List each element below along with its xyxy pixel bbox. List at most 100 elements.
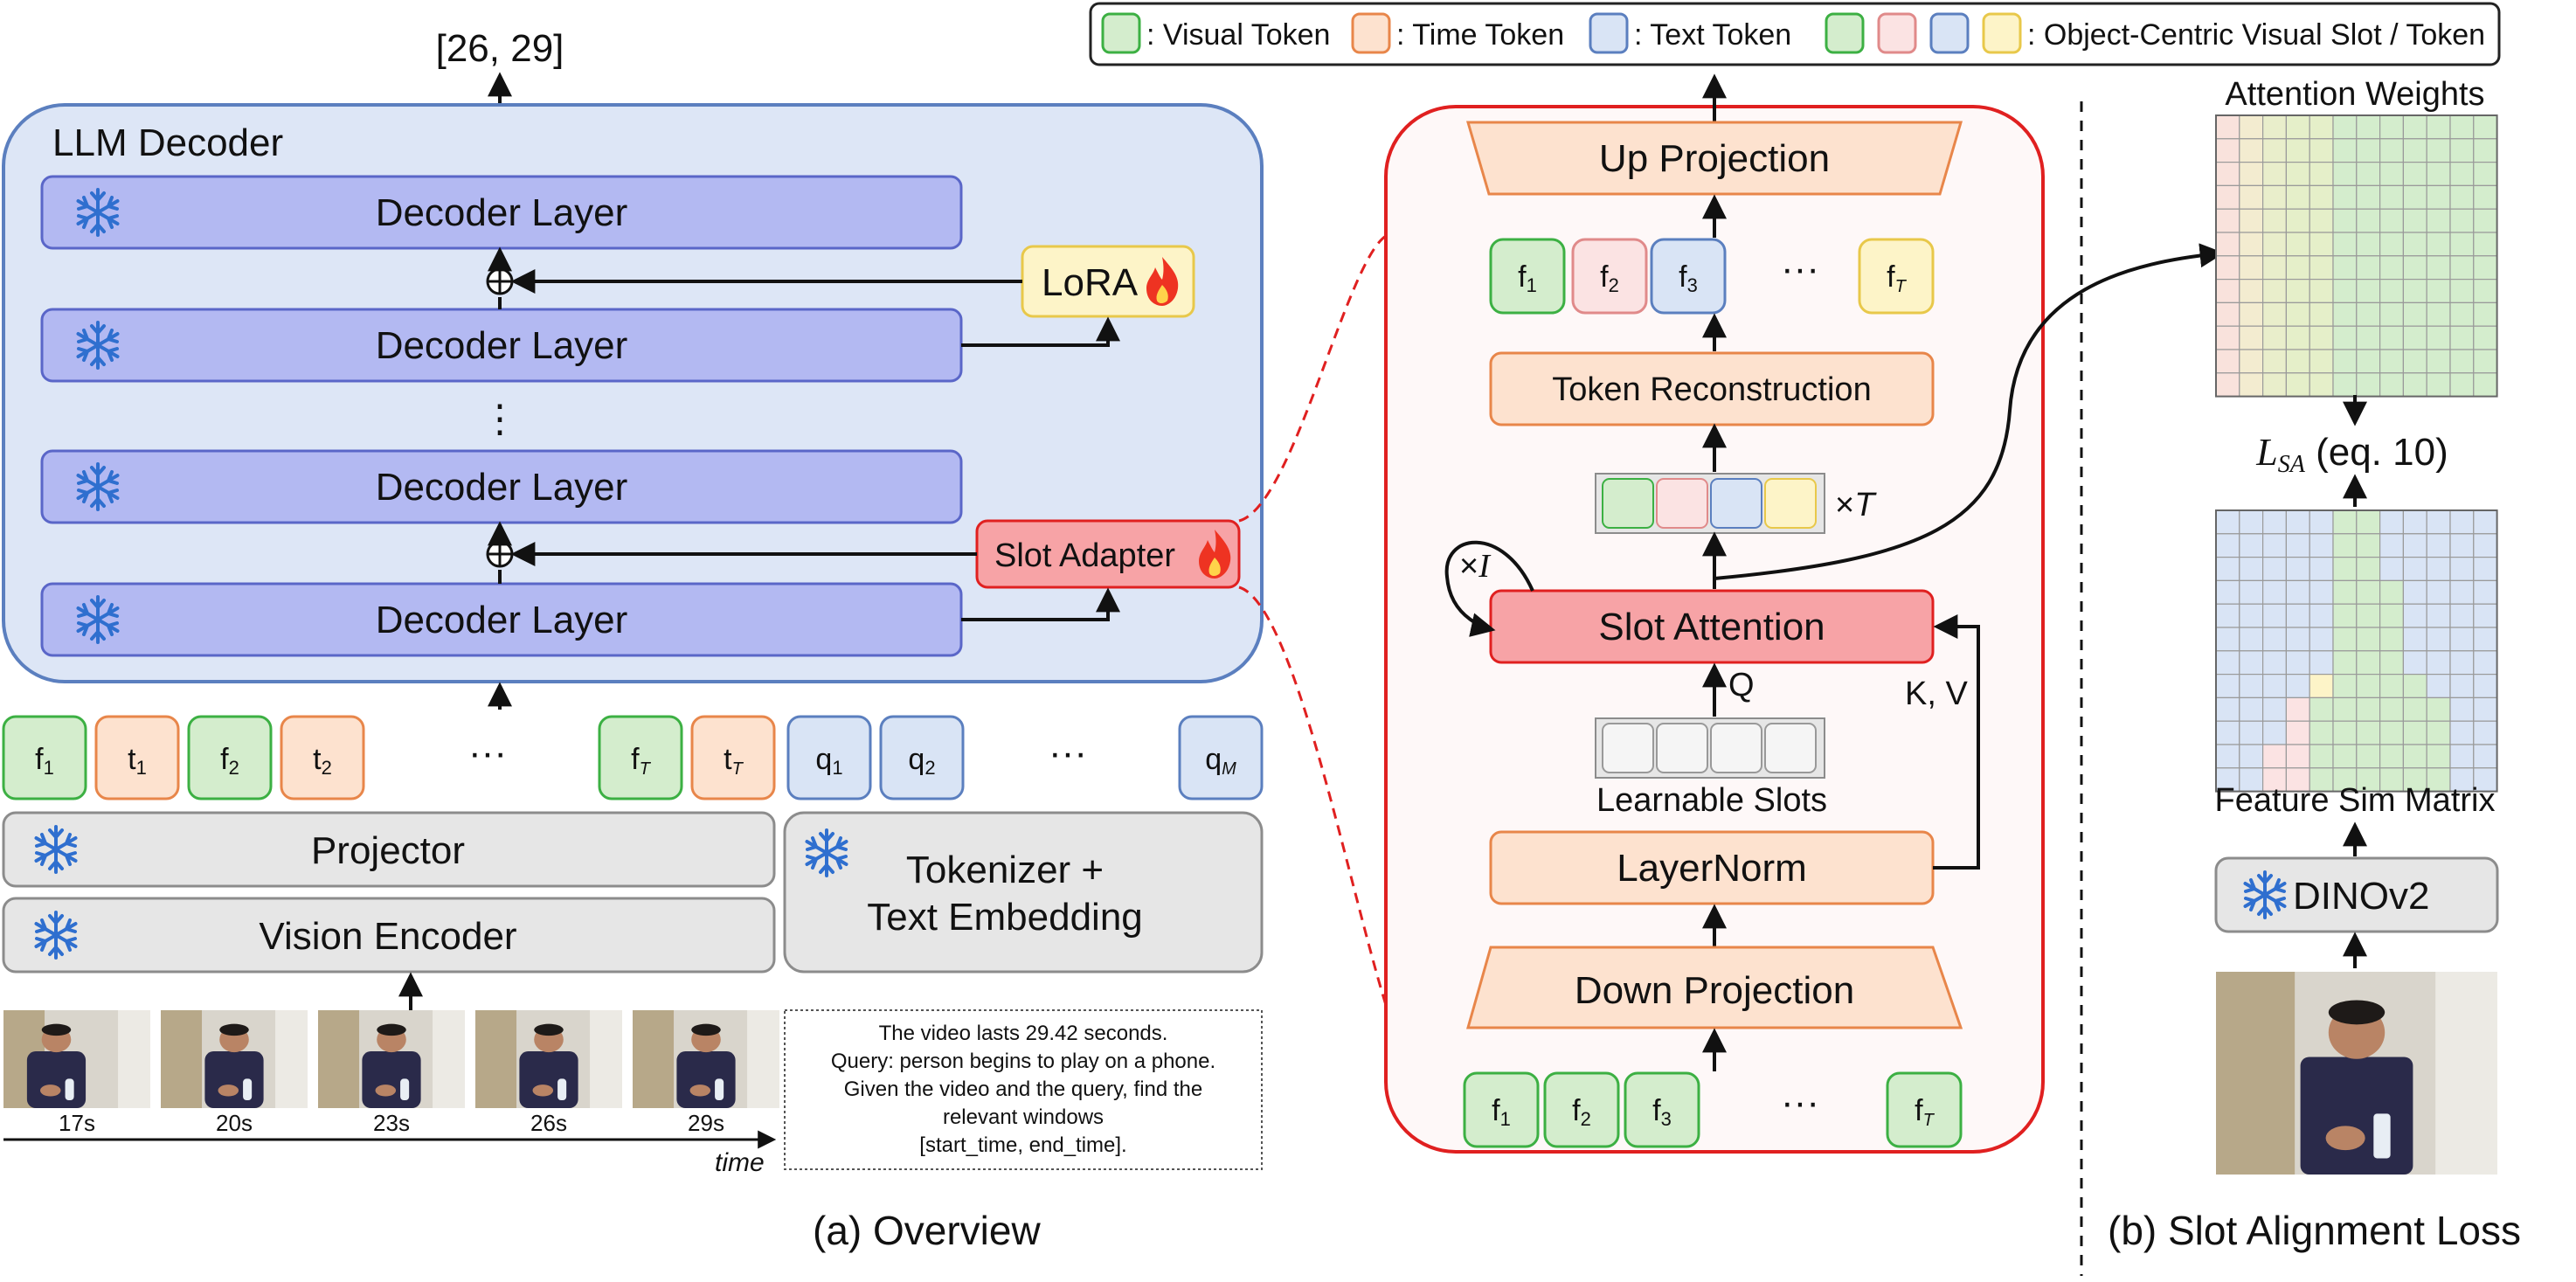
- times-T-label: ×T: [1835, 487, 1877, 523]
- similarity-cell: [2332, 509, 2358, 535]
- attention-cell: [2426, 372, 2451, 398]
- attention-cell: [2285, 255, 2310, 281]
- attention-cell: [2262, 349, 2288, 374]
- attention-cell: [2426, 114, 2451, 140]
- prompt-line: [start_time, end_time].: [919, 1133, 1126, 1157]
- vision-encoder-box: Vision Encoder: [2, 897, 776, 974]
- token-reconstruction-box: Token Reconstruction: [1489, 351, 1935, 426]
- attention-cell: [2262, 301, 2288, 327]
- attention-cell: [2332, 232, 2358, 257]
- attention-cell: [2262, 232, 2288, 257]
- frame-timestamp: 26s: [530, 1110, 567, 1136]
- similarity-cell: [2215, 696, 2240, 722]
- similarity-cell: [2356, 603, 2381, 628]
- attention-cell: [2426, 138, 2451, 163]
- similarity-cell: [2285, 603, 2310, 628]
- attention-cell: [2356, 184, 2381, 210]
- similarity-cell: [2379, 603, 2405, 628]
- attention-cell: [2262, 184, 2288, 210]
- attention-cell: [2215, 301, 2240, 327]
- similarity-cell: [2379, 509, 2405, 535]
- attention-cell: [2309, 184, 2334, 210]
- visual-token: fT: [1886, 1071, 1963, 1148]
- attention-cell: [2473, 279, 2498, 304]
- similarity-cell: [2473, 509, 2498, 535]
- similarity-cell: [2449, 650, 2475, 676]
- attention-cell: [2379, 349, 2405, 374]
- frame-timestamp: 23s: [373, 1110, 410, 1136]
- similarity-cell: [2239, 603, 2264, 628]
- attention-cell: [2356, 279, 2381, 304]
- attention-cell: [2379, 372, 2405, 398]
- attention-cell: [2309, 325, 2334, 350]
- similarity-cell: [2379, 720, 2405, 745]
- similarity-cell: [2285, 627, 2310, 652]
- attention-cell: [2449, 184, 2475, 210]
- similarity-cell: [2239, 767, 2264, 793]
- similarity-cell: [2262, 696, 2288, 722]
- attention-cell: [2285, 114, 2310, 140]
- similarity-cell: [2262, 556, 2288, 581]
- similarity-cell: [2402, 744, 2427, 769]
- projector-box: Projector: [2, 811, 776, 888]
- legend-object-swatch-blue: [1929, 12, 1970, 54]
- attention-cell: [2215, 162, 2240, 187]
- token-ellipsis: ···: [468, 731, 507, 774]
- similarity-cell: [2332, 673, 2358, 698]
- attention-cell: [2356, 349, 2381, 374]
- attention-cell: [2473, 162, 2498, 187]
- similarity-cell: [2239, 556, 2264, 581]
- legend-object-swatch-pink: [1877, 12, 1917, 54]
- attention-cell: [2239, 301, 2264, 327]
- attention-cell: [2332, 162, 2358, 187]
- attention-cell: [2239, 279, 2264, 304]
- similarity-cell: [2379, 579, 2405, 605]
- similarity-cell: [2426, 627, 2451, 652]
- similarity-cell: [2449, 509, 2475, 535]
- attention-cell: [2262, 138, 2288, 163]
- visual-token: f1: [1463, 1071, 1540, 1148]
- up-projection-box: Up Projection: [1465, 121, 1963, 196]
- similarity-cell: [2239, 696, 2264, 722]
- similarity-cell: [2309, 509, 2334, 535]
- attention-cell: [2379, 114, 2405, 140]
- slot-attention-label: Slot Attention: [1598, 606, 1825, 648]
- attention-cell: [2285, 372, 2310, 398]
- similarity-cell: [2309, 696, 2334, 722]
- similarity-cell: [2402, 533, 2427, 558]
- attention-cell: [2356, 138, 2381, 163]
- decoder-layer-2: Decoder Layer: [40, 308, 963, 383]
- attention-cell: [2379, 208, 2405, 233]
- attention-cell: [2402, 301, 2427, 327]
- frame-timestamp: 20s: [216, 1110, 253, 1136]
- similarity-cell: [2449, 673, 2475, 698]
- similarity-cell: [2239, 650, 2264, 676]
- query-ellipsis: ···: [1049, 731, 1087, 774]
- similarity-cell: [2215, 673, 2240, 698]
- similarity-cell: [2356, 696, 2381, 722]
- similarity-cell: [2473, 627, 2498, 652]
- similarity-cell: [2402, 509, 2427, 535]
- similarity-cell: [2402, 720, 2427, 745]
- video-frame: [161, 1010, 308, 1108]
- legend-object-swatch-yellow: [1982, 12, 2022, 54]
- token-reconstruction-label: Token Reconstruction: [1552, 371, 1871, 408]
- similarity-cell: [2426, 509, 2451, 535]
- attention-cell: [2262, 279, 2288, 304]
- output-interval: [26, 29]: [436, 27, 564, 70]
- decoder-layer-3: Decoder Layer: [40, 449, 963, 524]
- similarity-cell: [2473, 673, 2498, 698]
- attention-cell: [2215, 255, 2240, 281]
- slot-adapter-in-arrow: [961, 587, 1120, 621]
- similarity-cell: [2215, 533, 2240, 558]
- similarity-cell: [2285, 509, 2310, 535]
- similarity-cell: [2379, 673, 2405, 698]
- attention-cell: [2426, 162, 2451, 187]
- attention-cell: [2215, 138, 2240, 163]
- similarity-cell: [2402, 603, 2427, 628]
- attention-cell: [2332, 301, 2358, 327]
- attention-cell: [2402, 114, 2427, 140]
- layernorm-label: LayerNorm: [1617, 847, 1807, 890]
- similarity-cell: [2332, 533, 2358, 558]
- attention-cell: [2262, 255, 2288, 281]
